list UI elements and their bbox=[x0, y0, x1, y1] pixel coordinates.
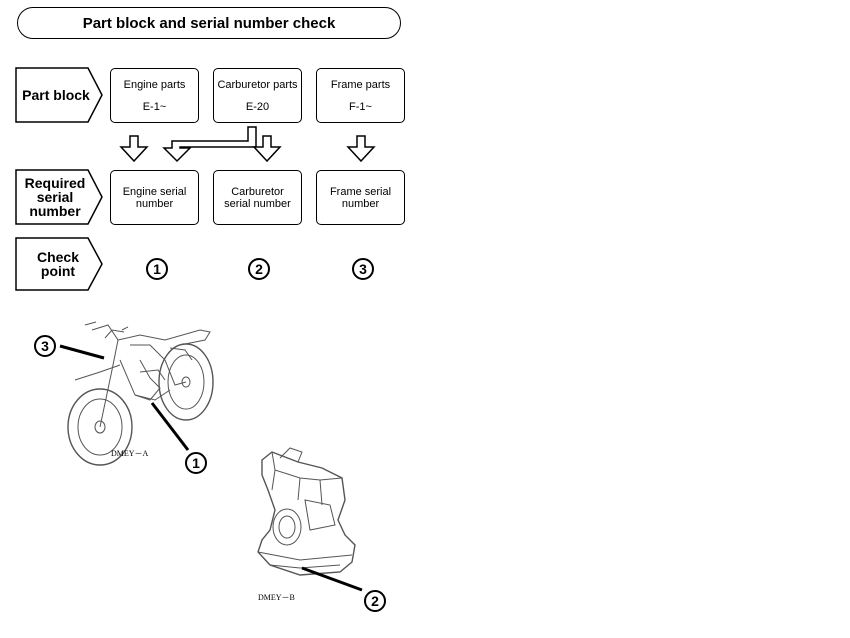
motorcycle-illustration bbox=[67, 321, 214, 466]
engine-serial-box: Engine serial number bbox=[110, 170, 199, 225]
carburetor-callout-2: 2 bbox=[364, 590, 386, 612]
frame-serial-box: Frame serial number bbox=[316, 170, 405, 225]
arrow-engine-down bbox=[119, 135, 149, 163]
carburetor-illustration bbox=[257, 447, 356, 576]
motorcycle-callout-3: 3 bbox=[34, 335, 56, 357]
frame-callout-line bbox=[59, 344, 105, 360]
engine-callout-line bbox=[150, 402, 190, 451]
check-point-tag bbox=[15, 237, 103, 291]
carburetor-parts-code: E-20 bbox=[245, 101, 270, 113]
carburetor-caption: DMEY－B bbox=[258, 593, 295, 602]
frame-parts-box: Frame parts F-1~ bbox=[316, 68, 405, 123]
check-point-label: Check point bbox=[36, 249, 80, 279]
check-point-3: 3 bbox=[352, 258, 374, 280]
part-block-label: Part block bbox=[22, 87, 90, 103]
arrow-carburetor-to-engine bbox=[162, 126, 257, 163]
required-serial-tag bbox=[15, 169, 103, 225]
carburetor-serial-box: Carburetor serial number bbox=[213, 170, 302, 225]
carburetor-callout-line bbox=[301, 566, 363, 592]
frame-parts-name: Frame parts bbox=[330, 79, 391, 91]
motorcycle-callout-1: 1 bbox=[185, 452, 207, 474]
carburetor-parts-box: Carburetor parts E-20 bbox=[213, 68, 302, 123]
engine-parts-box: Engine parts E-1~ bbox=[110, 68, 199, 123]
engine-parts-name: Engine parts bbox=[123, 79, 186, 91]
frame-parts-code: F-1~ bbox=[349, 101, 372, 113]
part-block-tag bbox=[15, 67, 103, 123]
motorcycle-caption: DMEY－A bbox=[111, 449, 149, 458]
carburetor-parts-name: Carburetor parts bbox=[217, 79, 298, 91]
arrow-carburetor-down bbox=[252, 135, 282, 163]
arrow-frame-down bbox=[346, 135, 376, 163]
check-point-2: 2 bbox=[248, 258, 270, 280]
engine-parts-code: E-1~ bbox=[142, 101, 167, 113]
diagram-title: Part block and serial number check bbox=[17, 7, 401, 39]
required-serial-label: Required serial number bbox=[24, 175, 86, 219]
check-point-1: 1 bbox=[146, 258, 168, 280]
